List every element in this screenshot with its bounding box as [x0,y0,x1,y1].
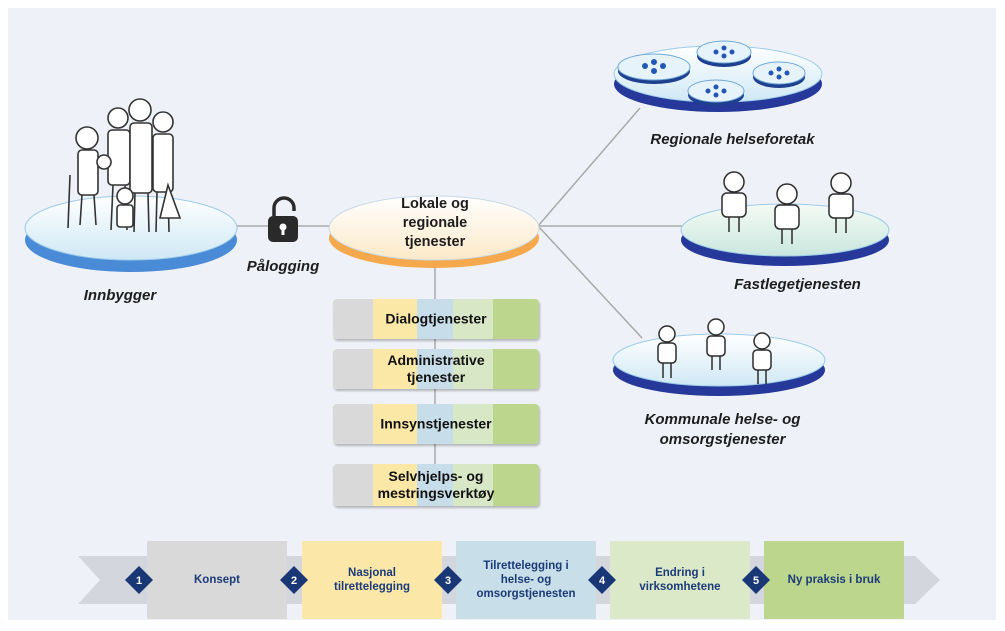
step-1-box: Konsept [147,541,287,619]
step-5-box: Ny praksis i bruk [764,541,904,619]
innbygger-platform [24,195,238,272]
doctor-icon [721,171,854,244]
step-number: 4 [599,575,606,587]
step-4-box: Endring i virksomhetene [610,541,750,619]
step-label: Ny praksis i bruk [787,574,881,586]
step-label: Nasjonal tilrettelegging [333,567,411,593]
step-label: Tilrettelegging i helse- og omsorgstjene… [476,560,576,600]
service-box: Selvhjelps- og mestringsverktøy [333,464,539,506]
step-2-box: Nasjonal tilrettelegging [302,541,442,619]
service-label: Administrative tjenester [387,352,485,385]
lock-icon [268,196,298,242]
step-3-box: Tilrettelegging i helse- og omsorgstjene… [456,541,596,619]
regionale-platform [613,40,823,112]
center-label: Lokale og regionale tjenester [401,196,469,250]
nurse-icon [657,318,772,384]
service-box: Innsynstjenester [333,404,539,444]
kommunale-label: Kommunale helse- og omsorgstjenester [644,411,801,448]
service-box: Administrative tjenester [333,349,539,389]
step-5-diamond: 5 [742,566,770,594]
step-number: 5 [753,575,759,587]
step-number: 1 [136,575,142,587]
step-2-diamond: 2 [280,566,308,594]
service-box: Dialogtjenester [333,299,539,339]
kommunale-platform [612,318,826,396]
step-3-diamond: 3 [434,566,462,594]
service-label: Dialogtjenester [385,310,487,327]
hospital-icon [617,40,806,106]
innbygger-label: Innbygger [83,287,157,304]
service-label: Innsynstjenester [380,415,492,432]
fastlege-platform [680,171,890,266]
palogging-label: Pålogging [246,258,320,275]
step-label: Endring i virksomhetene [639,567,721,593]
service-label: Selvhjelps- og mestringsverktøy [377,468,495,501]
regionale-label: Regionale helseforetak [650,131,815,148]
step-label: Konsept [194,574,240,586]
center-platform [328,195,540,268]
step-number: 3 [445,575,451,587]
fastlege-label: Fastlegetjenesten [734,276,861,293]
step-1-diamond: 1 [125,566,153,594]
step-4-diamond: 4 [588,566,616,594]
step-number: 2 [291,575,297,587]
people-group-icon [67,98,182,233]
